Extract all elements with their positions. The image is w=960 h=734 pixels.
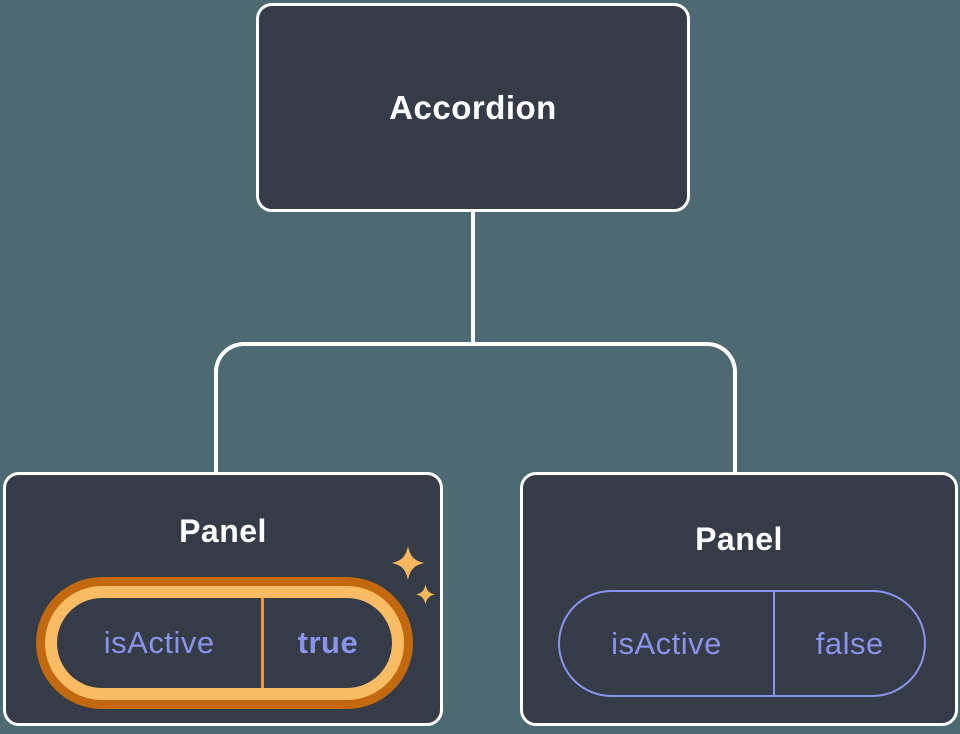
component-node-accordion: Accordion: [256, 3, 690, 212]
pill-divider: [261, 598, 264, 688]
state-pill-inactive: isActive false: [558, 590, 926, 697]
node-label: Panel: [695, 521, 783, 557]
component-node-panel-right: Panel isActive false: [520, 472, 958, 726]
state-value: false: [815, 625, 884, 661]
sparkle-icon-large: [391, 545, 425, 581]
sparkle-icon-small: [416, 584, 435, 605]
state-value: true: [297, 625, 359, 660]
state-pill-gold-ring: isActive true: [45, 586, 404, 700]
state-pill-body: isActive true: [57, 598, 392, 688]
tree-edge-bracket: [214, 342, 737, 473]
state-name: isActive: [611, 625, 722, 661]
tree-edge-vertical: [471, 211, 475, 343]
pill-divider: [772, 592, 776, 695]
node-label: Panel: [179, 513, 267, 549]
state-name: isActive: [103, 625, 215, 660]
component-node-panel-left: Panel isActive true: [3, 472, 443, 726]
state-pill-active: isActive true: [36, 577, 413, 709]
node-label: Accordion: [389, 88, 557, 126]
